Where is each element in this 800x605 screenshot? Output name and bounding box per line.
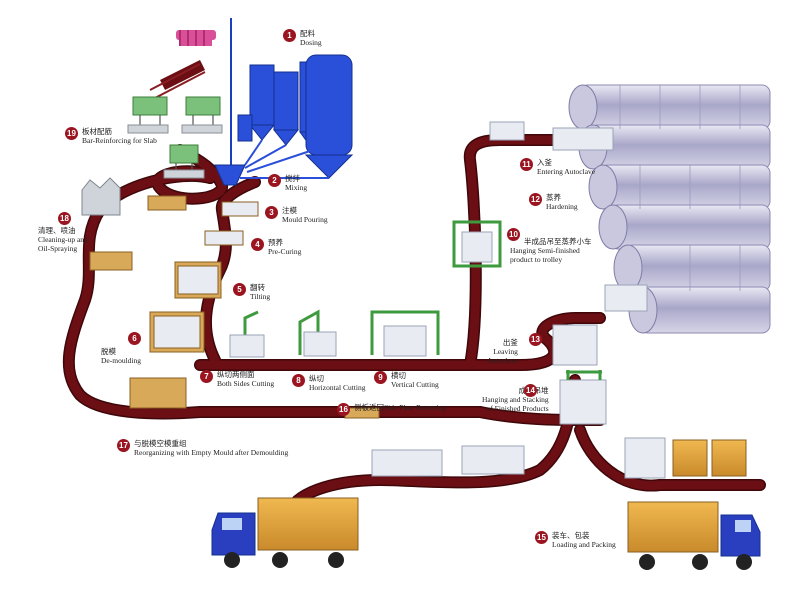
- cut-block-icon: [229, 325, 427, 358]
- truck-icon: [627, 501, 761, 570]
- step-6-label: 6 脱模 De-moulding: [101, 332, 141, 365]
- step-5-label: 5 翻转 Tilting: [233, 283, 270, 301]
- step-14-label: 14 成品吊堆 Hanging and Stacking of Finished…: [482, 384, 549, 413]
- step-1-label: 1 配料 Dosing: [283, 29, 322, 47]
- rebar-station-icon: [127, 96, 223, 179]
- rebar-conveyor-icon: [149, 30, 216, 99]
- step-4-label: 4 预养 Pre-Curing: [251, 238, 301, 256]
- truck-icon: [211, 497, 359, 568]
- step-18-label: 18 清理、喷油 Cleaning-up and Oil-Spraying: [38, 212, 88, 253]
- step-19-label: 19 板材配筋 Bar-Reinforcing for Slab: [65, 127, 157, 145]
- step-3-label: 3 注模 Mould Pouring: [265, 206, 328, 224]
- step-10-label: 10 半成品吊至蒸养小车 Hanging Semi-finished produ…: [507, 226, 592, 264]
- block-stack-icon: [371, 121, 666, 479]
- step-13-label: 13 出釜 Leaving Autoclave: [487, 333, 542, 365]
- autoclave-icon: [568, 84, 771, 334]
- mould-icon: [89, 195, 380, 419]
- step-11-label: 11 入釜 Entering Autoclave: [520, 158, 595, 176]
- step-8-label: 8 纵切 Horizontal Cutting: [292, 374, 365, 392]
- step-12-label: 12 蒸养 Hardening: [529, 193, 578, 211]
- crane-icon: [452, 220, 502, 268]
- hoist-icon: [566, 370, 602, 380]
- dosing-silo-icon: [214, 18, 354, 186]
- step-16-label: 16 侧板返回Side Plate Returning: [337, 403, 446, 416]
- mould-cleaning-station: [81, 177, 121, 216]
- step-2-label: 2 搅拌 Mixing: [268, 174, 307, 192]
- step-15-label: 15 装车、包装 Loading and Packing: [535, 531, 616, 549]
- step-17-label: 17 与脱模空模重组 Reorganizing with Empty Mould…: [117, 439, 288, 457]
- conveyor-track: [62, 134, 766, 516]
- package-icon: [672, 439, 747, 477]
- step-7-label: 7 纵切两侧面 Both Sides Cutting: [200, 370, 274, 388]
- step-9-label: 9 横切 Vertical Cutting: [374, 371, 439, 389]
